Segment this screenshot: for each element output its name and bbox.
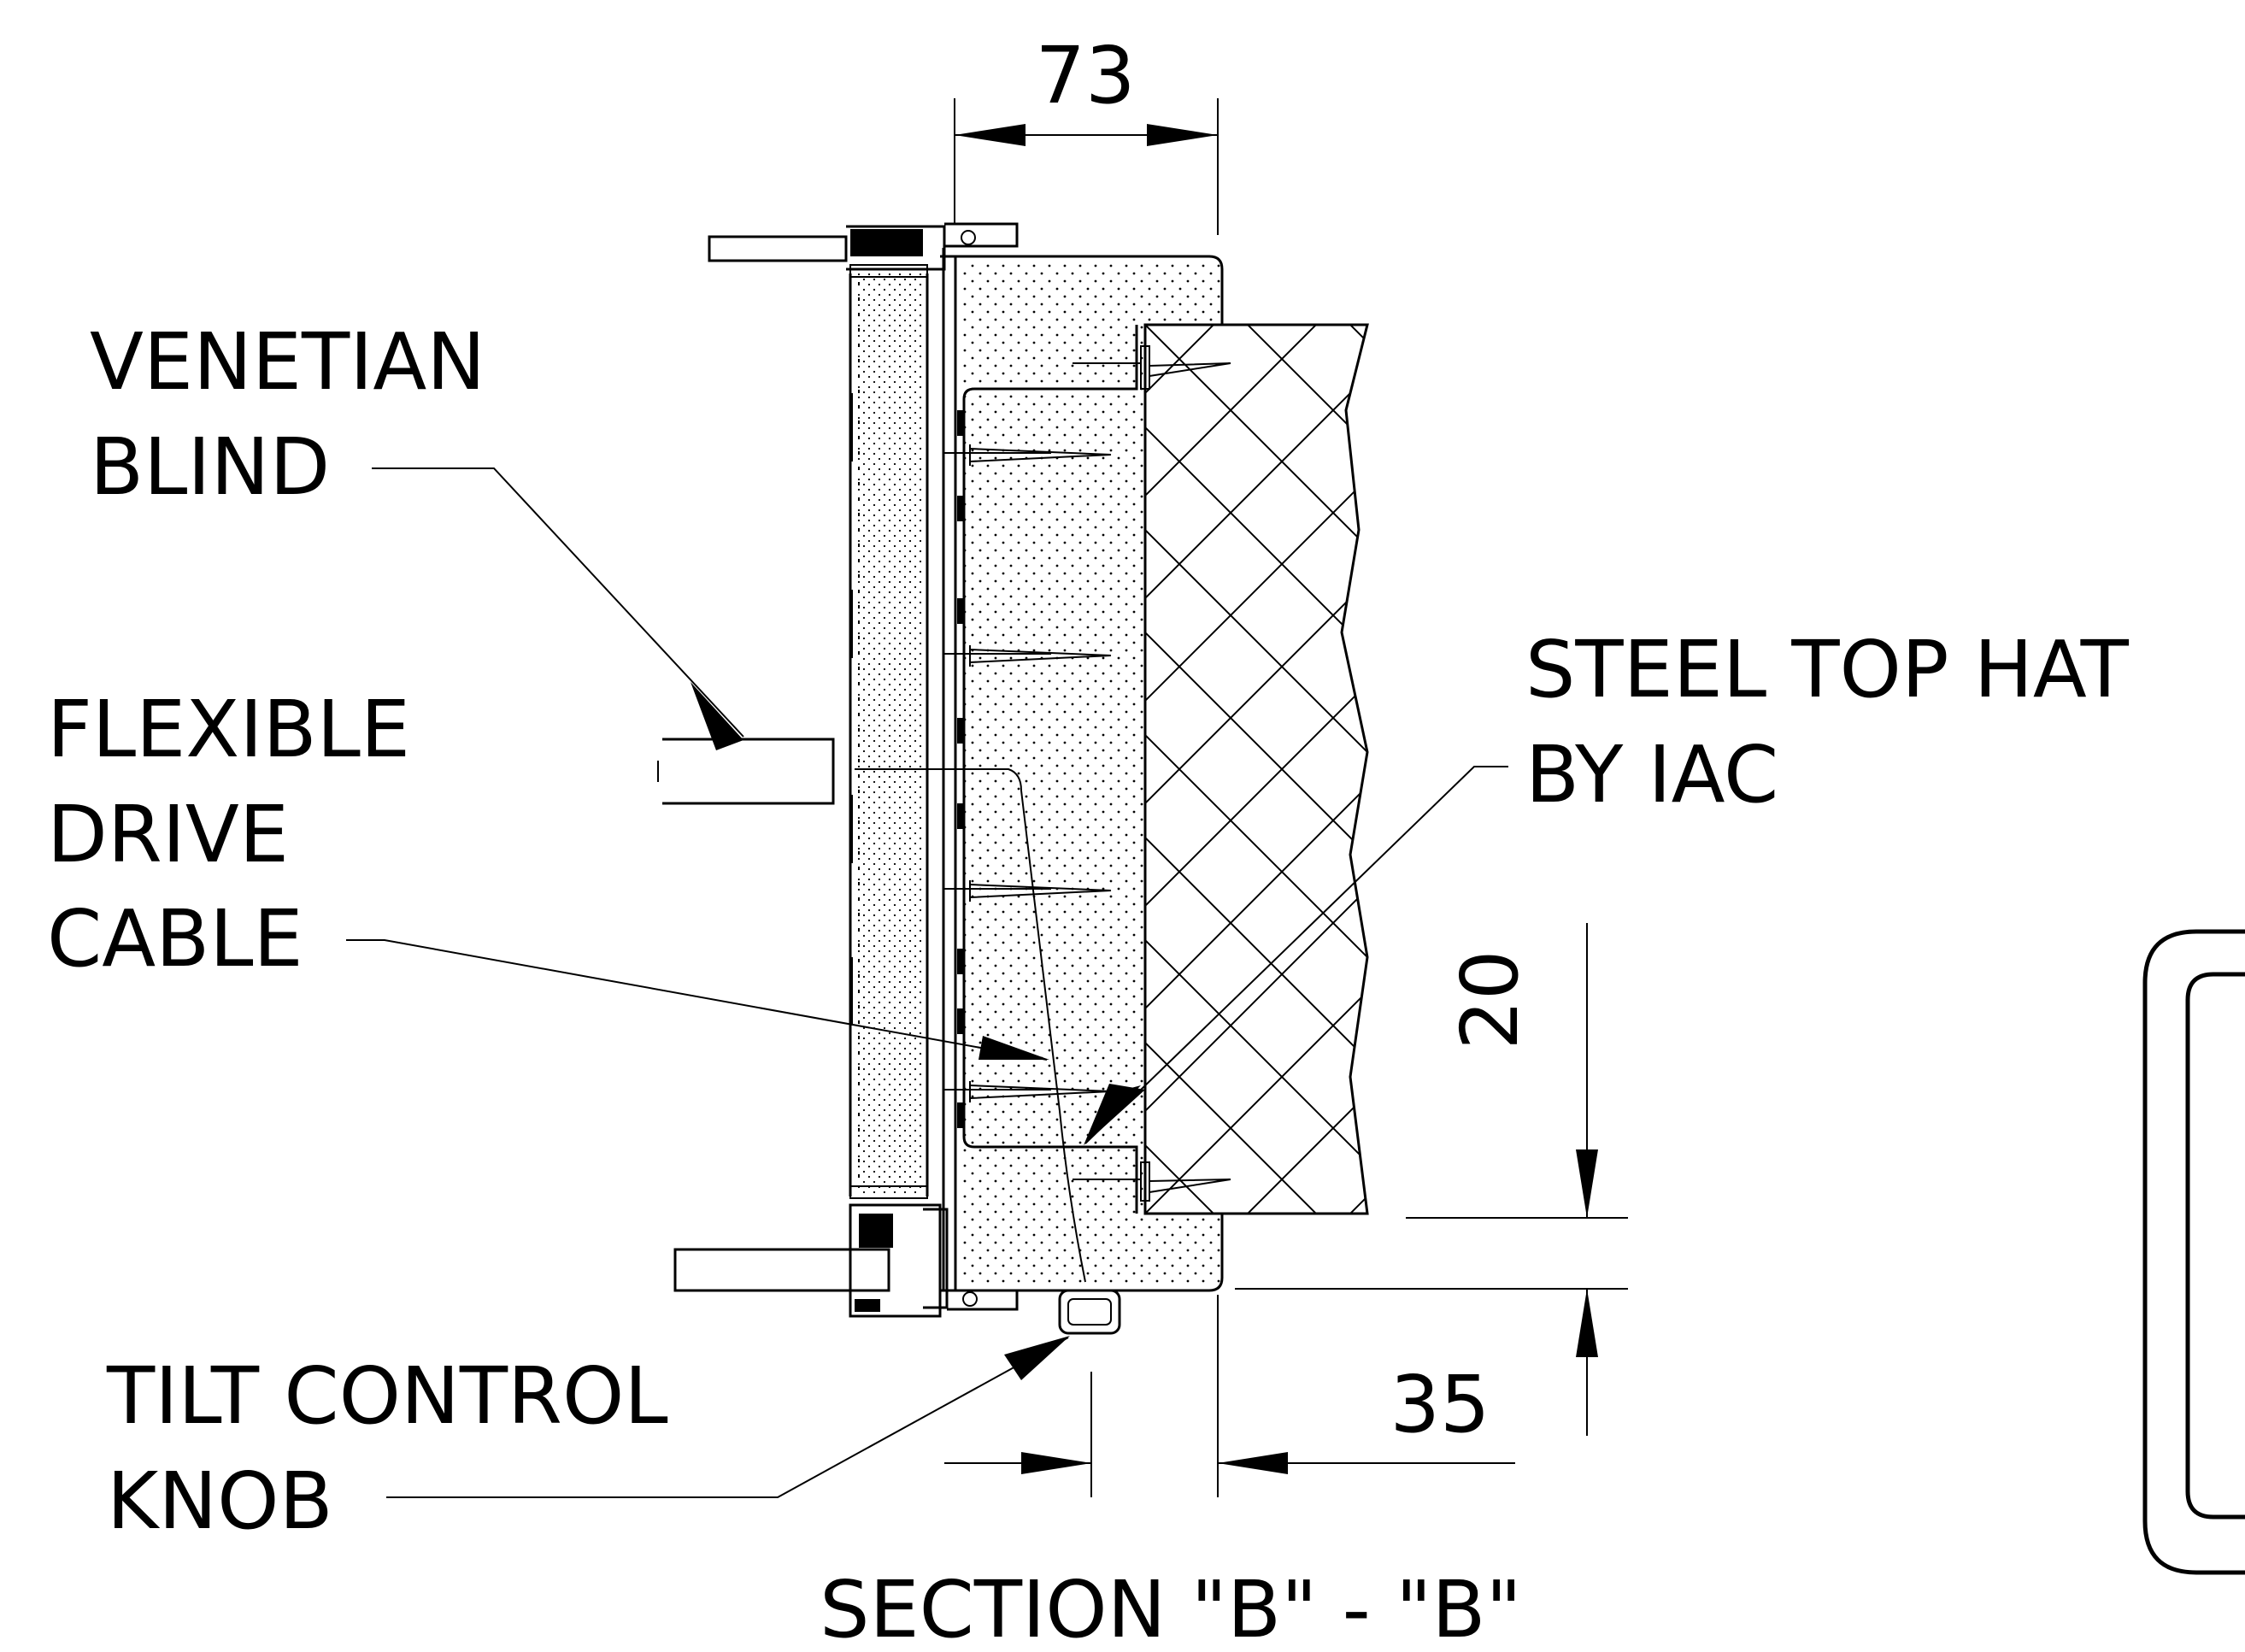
tilt-label-line2: KNOB xyxy=(107,1455,333,1547)
steel-label-line2: BY IAC xyxy=(1525,729,1778,820)
venetian-label-line1: VENETIAN xyxy=(90,316,485,408)
tilt-label-line1: TILT CONTROL xyxy=(106,1350,668,1442)
dimension-73 xyxy=(954,98,1219,235)
steel-label-line1: STEEL TOP HAT xyxy=(1525,624,2130,715)
leaders xyxy=(346,467,1508,1498)
flexible-label-line1: FLEXIBLE xyxy=(47,684,410,775)
sill-detail xyxy=(673,1203,1019,1318)
wall-section xyxy=(1143,323,1369,1215)
flexible-label-line3: CABLE xyxy=(47,893,303,985)
venetian-blind-panel xyxy=(849,264,929,1199)
head-detail xyxy=(708,222,1019,271)
elevation-frame-partial xyxy=(2142,929,2245,1575)
dimension-35 xyxy=(944,1295,1515,1497)
dimension-20 xyxy=(1235,923,1628,1436)
labels: VENETIAN BLIND FLEXIBLE DRIVE CABLE STEE… xyxy=(47,30,2130,1652)
tilt-control-knob xyxy=(1058,1289,1121,1335)
dimension-20-text: 20 xyxy=(1444,949,1536,1049)
section-title: SECTION "B" - "B" xyxy=(820,1564,1522,1652)
flexible-label-line2: DRIVE xyxy=(47,789,289,880)
venetian-label-line2: BLIND xyxy=(90,421,330,513)
dimension-35-text: 35 xyxy=(1390,1359,1490,1450)
flexible-drive-cable xyxy=(657,738,1086,1283)
dimension-73-text: 73 xyxy=(1035,30,1135,121)
packing-fill xyxy=(855,261,1222,1286)
steel-top-hat-profile xyxy=(940,248,1224,1292)
